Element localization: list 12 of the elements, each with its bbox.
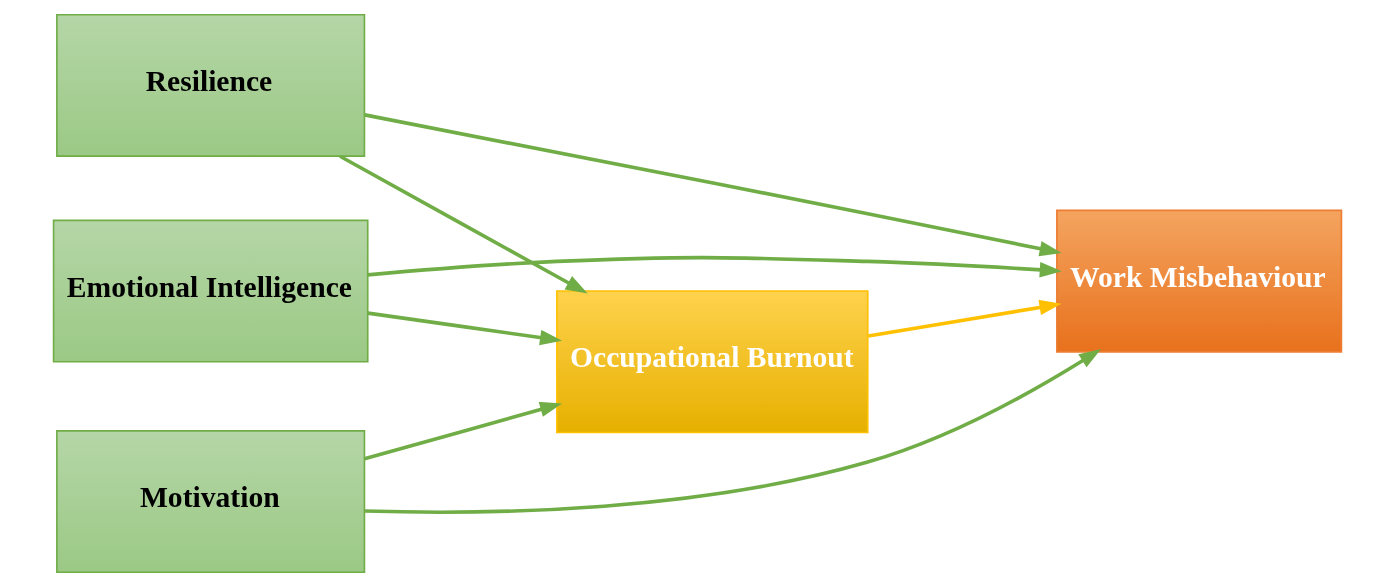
node-box: Occupational Burnout	[555, 290, 869, 434]
arrow	[363, 113, 1062, 257]
arrow	[867, 299, 1061, 338]
arrow	[367, 255, 1062, 278]
arrow	[363, 349, 1101, 514]
arrow	[367, 311, 562, 346]
node-box: Resilience	[55, 13, 365, 157]
node-box: Emotional Intelligence	[52, 219, 369, 363]
arrow	[338, 154, 588, 294]
node-box: Motivation	[55, 430, 365, 574]
arrow	[363, 401, 562, 461]
node-box: Work Misbehaviour	[1055, 209, 1342, 353]
